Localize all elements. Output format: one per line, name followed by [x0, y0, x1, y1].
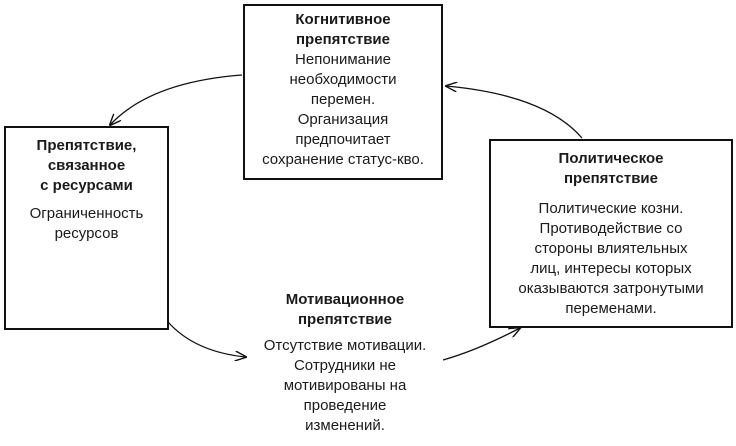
political-barrier-box: Политическое препятствие Политические ко…: [489, 139, 733, 328]
arrow-political-to-cognitive: [446, 86, 583, 139]
cognitive-barrier-description: Непонимание необходимости перемен. Орган…: [262, 51, 424, 168]
cognitive-barrier-box: Когнитивное препятствие Непонимание необ…: [243, 4, 443, 180]
resource-barrier-box: Препятствие, связанное с ресурсами Огран…: [4, 126, 169, 330]
political-barrier-title: Политическое препятствие: [558, 150, 664, 187]
resource-barrier-description: Ограниченность ресурсов: [29, 205, 144, 242]
motivation-barrier-description: Отсутствие мотивации. Сотрудники не моти…: [263, 337, 427, 434]
cognitive-barrier-title: Когнитивное препятствие: [295, 11, 391, 48]
political-barrier-description: Политические козни. Противодействие со с…: [518, 200, 704, 317]
motivation-barrier-box: Мотивационное препятствие Отсутствие мот…: [247, 284, 443, 444]
arrow-cognitive-to-resource: [110, 74, 243, 125]
arrow-motivation-to-political: [442, 328, 520, 361]
motivation-barrier-title: Мотивационное препятствие: [285, 291, 405, 328]
arrow-resource-to-motivation: [167, 321, 246, 357]
resource-barrier-title: Препятствие, связанное с ресурсами: [36, 137, 137, 194]
